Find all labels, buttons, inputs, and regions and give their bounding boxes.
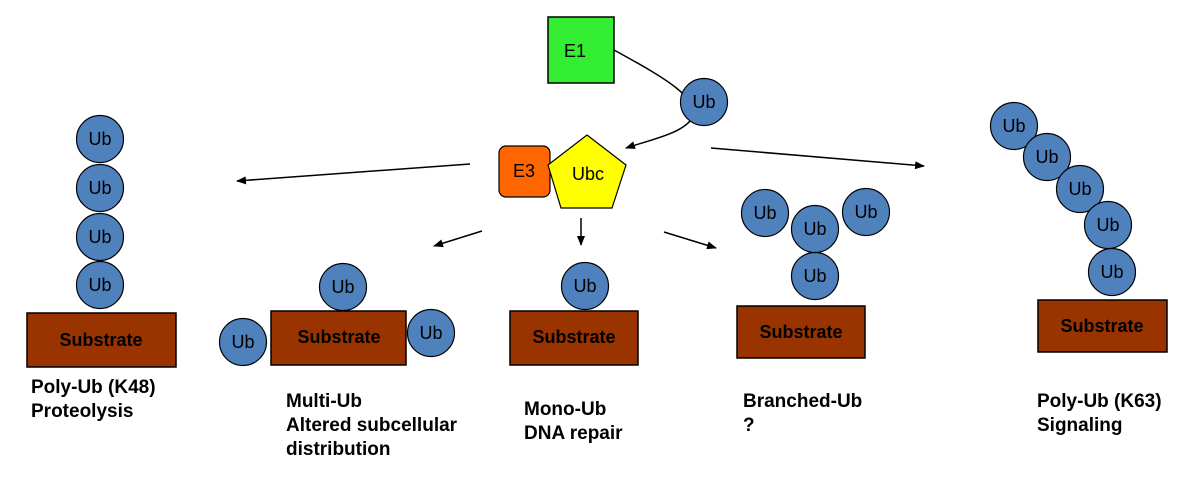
arrow-to-branched-ub [663,231,717,250]
e1-box [547,16,615,84]
caption-poly-ub-k63: Poly-Ub (K63) Signaling [1037,390,1162,438]
ub-circle [740,188,790,238]
caption-mono-ub: Mono-Ub DNA repair [524,398,623,446]
arrow-to-multi-ub [433,230,483,248]
substrate-box [1037,299,1168,353]
caption-line: Poly-Ub (K63) [1037,391,1162,412]
free-ub: Ub [679,77,729,127]
caption-branched-ub: Branched-Ub ? [743,390,862,438]
caption-line: ? [743,415,755,436]
ub-label: Ub [1068,179,1091,199]
substrate-label: Substrate [532,327,615,347]
ub-label: Ub [803,219,826,239]
ub-label: Ub [88,275,111,295]
multi-ub-group: Ub Ub Ub [218,262,456,367]
ub-label: Ub [419,323,442,343]
substrate-poly-k48: Substrate [26,312,177,368]
substrate-label: Substrate [59,330,142,350]
ub-circle [790,251,840,301]
poly-ub-k63-chain: Ub Ub Ub Ub Ub [989,101,1137,297]
substrate-box [736,305,866,359]
e3-enzyme: E3 [498,145,551,198]
ub-circle [406,308,456,358]
caption-line: Altered subcellular [286,415,458,436]
ub-label: Ub [573,276,596,296]
substrate-label: Substrate [1060,316,1143,336]
substrate-poly-k63: Substrate [1037,299,1168,353]
ub-label: Ub [88,227,111,247]
ub-label: Ub [1100,262,1123,282]
ub-circle [75,212,125,262]
ub-label: Ub [1096,215,1119,235]
caption-poly-ub-k48: Poly-Ub (K48) Proteolysis [31,376,156,424]
caption-line: DNA repair [524,423,623,444]
caption-line: distribution [286,439,391,460]
substrate-label: Substrate [759,322,842,342]
substrate-box [509,310,639,366]
ub-circle [218,317,268,367]
ub-label: Ub [88,129,111,149]
ub-circle [989,101,1039,151]
caption-line: Proteolysis [31,401,134,422]
ub-label: Ub [854,202,877,222]
ub-circle [75,163,125,213]
substrate-mono: Substrate [509,310,639,366]
ub-label: Ub [803,266,826,286]
arrow-to-poly-k63 [710,147,925,170]
substrate-multi: Substrate [270,310,407,366]
caption-line: Signaling [1037,415,1123,436]
caption-line: Multi-Ub [286,391,362,412]
ub-label: Ub [88,178,111,198]
e3-label: E3 [513,161,535,181]
substrate-box [26,312,177,368]
ubc-enzyme: Ubc [547,134,627,209]
mono-ub-group: Ub [560,261,610,311]
ub-label: Ub [692,92,715,112]
ub-label: Ub [331,277,354,297]
caption-line: Branched-Ub [743,391,863,412]
ubc-pentagon [547,134,627,209]
ub-circle [1055,164,1105,214]
ub-label: Ub [231,332,254,352]
arrow-to-poly-k48 [236,163,471,185]
ub-circle [679,77,729,127]
ub-circle [318,262,368,312]
caption-multi-ub: Multi-Ub Altered subcellular distributio… [286,390,457,462]
substrate-branched: Substrate [736,305,866,359]
ub-circle [75,260,125,310]
ub-label: Ub [1002,116,1025,136]
ub-circle [1022,132,1072,182]
e1-enzyme: E1 [547,16,615,84]
poly-ub-k48-chain: Ub Ub Ub Ub [75,114,125,310]
branched-ub-group: Ub Ub Ub Ub [740,187,891,301]
ub-circle [560,261,610,311]
ub-circle [75,114,125,164]
ub-label: Ub [753,203,776,223]
ubc-label: Ubc [572,164,604,184]
ub-label: Ub [1035,147,1058,167]
e1-label: E1 [564,41,586,61]
caption-line: Poly-Ub (K48) [31,377,156,398]
ub-circle [1087,247,1137,297]
caption-line: Mono-Ub [524,399,607,420]
substrate-label: Substrate [297,327,380,347]
ub-circle [841,187,891,237]
substrate-box [270,310,407,366]
